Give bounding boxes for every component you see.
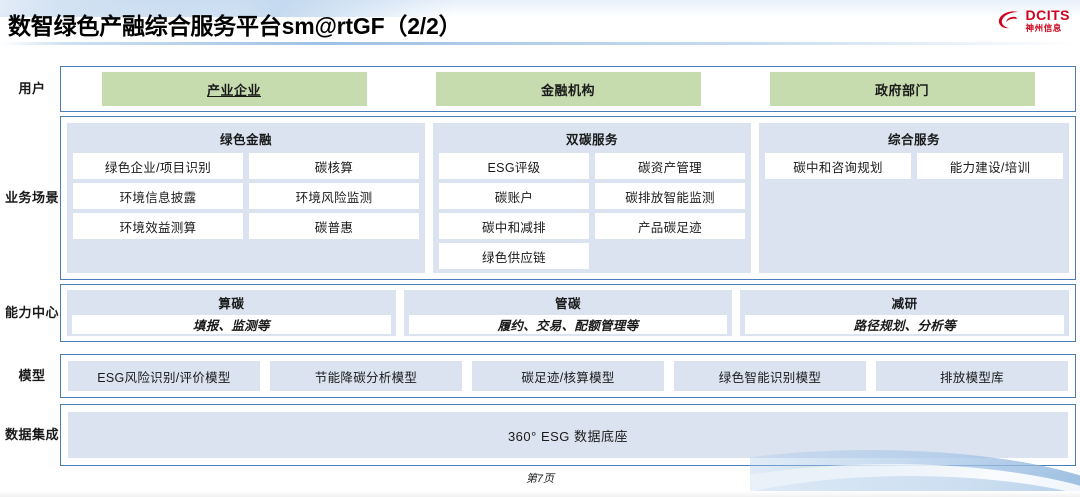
capability-title: 管碳	[555, 297, 582, 311]
business-item[interactable]: 碳资产管理	[595, 153, 745, 179]
user-cell[interactable]: 金融机构	[401, 72, 735, 106]
group-items: ESG评级 碳资产管理 碳账户 碳排放智能监测 碳中和减排 产品碳足迹 绿色供应…	[439, 153, 745, 269]
row-model: 模型 ESG风险识别/评价模型 节能降碳分析模型 碳足迹/核算模型 绿色智能识别…	[4, 354, 1076, 398]
row-user-content: 产业企业 金融机构 政府部门	[60, 66, 1076, 112]
row-label-user: 用户	[18, 80, 46, 96]
capability-subtitle: 路径规划、分析等	[745, 315, 1065, 334]
business-item[interactable]: 环境效益测算	[73, 213, 243, 239]
top-decoration	[0, 0, 1080, 17]
user-chip-industry[interactable]: 产业企业	[101, 72, 367, 106]
row-data-integration: 数据集成 360° ESG 数据底座	[4, 404, 1076, 466]
row-user: 用户 产业企业 金融机构 政府部门	[4, 66, 1076, 112]
business-item[interactable]: 碳中和咨询规划	[765, 153, 911, 179]
capability-group-carbon-management[interactable]: 管碳 履约、交易、配额管理等	[403, 290, 733, 336]
model-item[interactable]: 绿色智能识别模型	[674, 361, 866, 391]
business-item[interactable]: ESG评级	[439, 153, 589, 179]
capability-title: 减研	[891, 297, 918, 311]
row-data-content: 360° ESG 数据底座	[60, 404, 1076, 466]
business-item[interactable]: 绿色企业/项目识别	[73, 153, 243, 179]
data-foundation-bar[interactable]: 360° ESG 数据底座	[68, 412, 1068, 458]
group-title: 双碳服务	[565, 133, 618, 147]
row-label-capability-center: 能力中心	[4, 304, 59, 320]
capability-group-carbon-accounting[interactable]: 算碳 填报、监测等	[67, 290, 396, 336]
business-item[interactable]: 绿色供应链	[439, 243, 589, 269]
user-cell[interactable]: 产业企业	[67, 72, 401, 106]
group-items: 绿色企业/项目识别 碳核算 环境信息披露 环境风险监测 环境效益测算 碳普惠	[73, 153, 419, 239]
header-divider	[0, 42, 1080, 45]
model-item[interactable]: 排放模型库	[876, 361, 1068, 391]
business-group-green-finance: 绿色金融 绿色企业/项目识别 碳核算 环境信息披露 环境风险监测 环境效益测算 …	[67, 123, 425, 273]
capability-subtitle: 履约、交易、配额管理等	[408, 315, 728, 334]
row-label-model: 模型	[18, 367, 46, 383]
brand-logo: DCITS 神州信息	[997, 8, 1071, 33]
business-item[interactable]: 碳排放智能监测	[595, 183, 745, 209]
business-item[interactable]: 能力建设/培训	[917, 153, 1063, 179]
capability-group-reduction-research[interactable]: 减研 路径规划、分析等	[740, 290, 1070, 336]
row-capability-content: 算碳 填报、监测等 管碳 履约、交易、配额管理等 减研 路径规划、分析等	[60, 284, 1076, 342]
capability-subtitle: 填报、监测等	[72, 315, 391, 334]
dcits-swirl-icon	[997, 9, 1022, 31]
business-item[interactable]: 碳账户	[439, 183, 589, 209]
business-item[interactable]: 产品碳足迹	[595, 213, 745, 239]
group-items: 碳中和咨询规划 能力建设/培训	[765, 153, 1063, 179]
business-item[interactable]: 碳中和减排	[439, 213, 589, 239]
row-label-business-scenario: 业务场景	[4, 189, 59, 205]
business-item[interactable]: 环境信息披露	[73, 183, 243, 209]
business-item[interactable]: 碳核算	[249, 153, 419, 179]
page-number: 第7页	[525, 473, 555, 485]
logo-wordmark: DCITS 神州信息	[1026, 8, 1071, 33]
bottom-divider	[0, 491, 1080, 497]
model-item[interactable]: 碳足迹/核算模型	[472, 361, 664, 391]
page-title: 数智绿色产融综合服务平台sm@rtGF（2/2）	[8, 13, 462, 39]
row-capability-center: 能力中心 算碳 填报、监测等 管碳 履约、交易、配额管理等 减研 路径规划、分析…	[4, 284, 1076, 342]
user-chip-financial[interactable]: 金融机构	[435, 72, 701, 106]
user-cell[interactable]: 政府部门	[735, 72, 1069, 106]
group-title: 绿色金融	[219, 133, 272, 147]
business-group-dual-carbon: 双碳服务 ESG评级 碳资产管理 碳账户 碳排放智能监测 碳中和减排 产品碳足迹…	[433, 123, 751, 273]
model-item[interactable]: ESG风险识别/评价模型	[68, 361, 260, 391]
row-business-scenario: 业务场景 绿色金融 绿色企业/项目识别 碳核算 环境信息披露 环境风险监测 环境…	[4, 116, 1076, 280]
group-title: 综合服务	[887, 133, 940, 147]
capability-title: 算碳	[218, 297, 245, 311]
logo-subname: 神州信息	[1025, 23, 1062, 33]
row-model-content: ESG风险识别/评价模型 节能降碳分析模型 碳足迹/核算模型 绿色智能识别模型 …	[60, 354, 1076, 398]
business-group-comprehensive: 综合服务 碳中和咨询规划 能力建设/培训	[759, 123, 1069, 273]
user-chip-government[interactable]: 政府部门	[769, 72, 1035, 106]
row-business-content: 绿色金融 绿色企业/项目识别 碳核算 环境信息披露 环境风险监测 环境效益测算 …	[60, 116, 1076, 280]
business-item[interactable]: 碳普惠	[249, 213, 419, 239]
logo-name: DCITS	[1025, 7, 1070, 23]
model-item[interactable]: 节能降碳分析模型	[270, 361, 462, 391]
row-label-data-integration: 数据集成	[4, 426, 59, 442]
business-item[interactable]: 环境风险监测	[249, 183, 419, 209]
